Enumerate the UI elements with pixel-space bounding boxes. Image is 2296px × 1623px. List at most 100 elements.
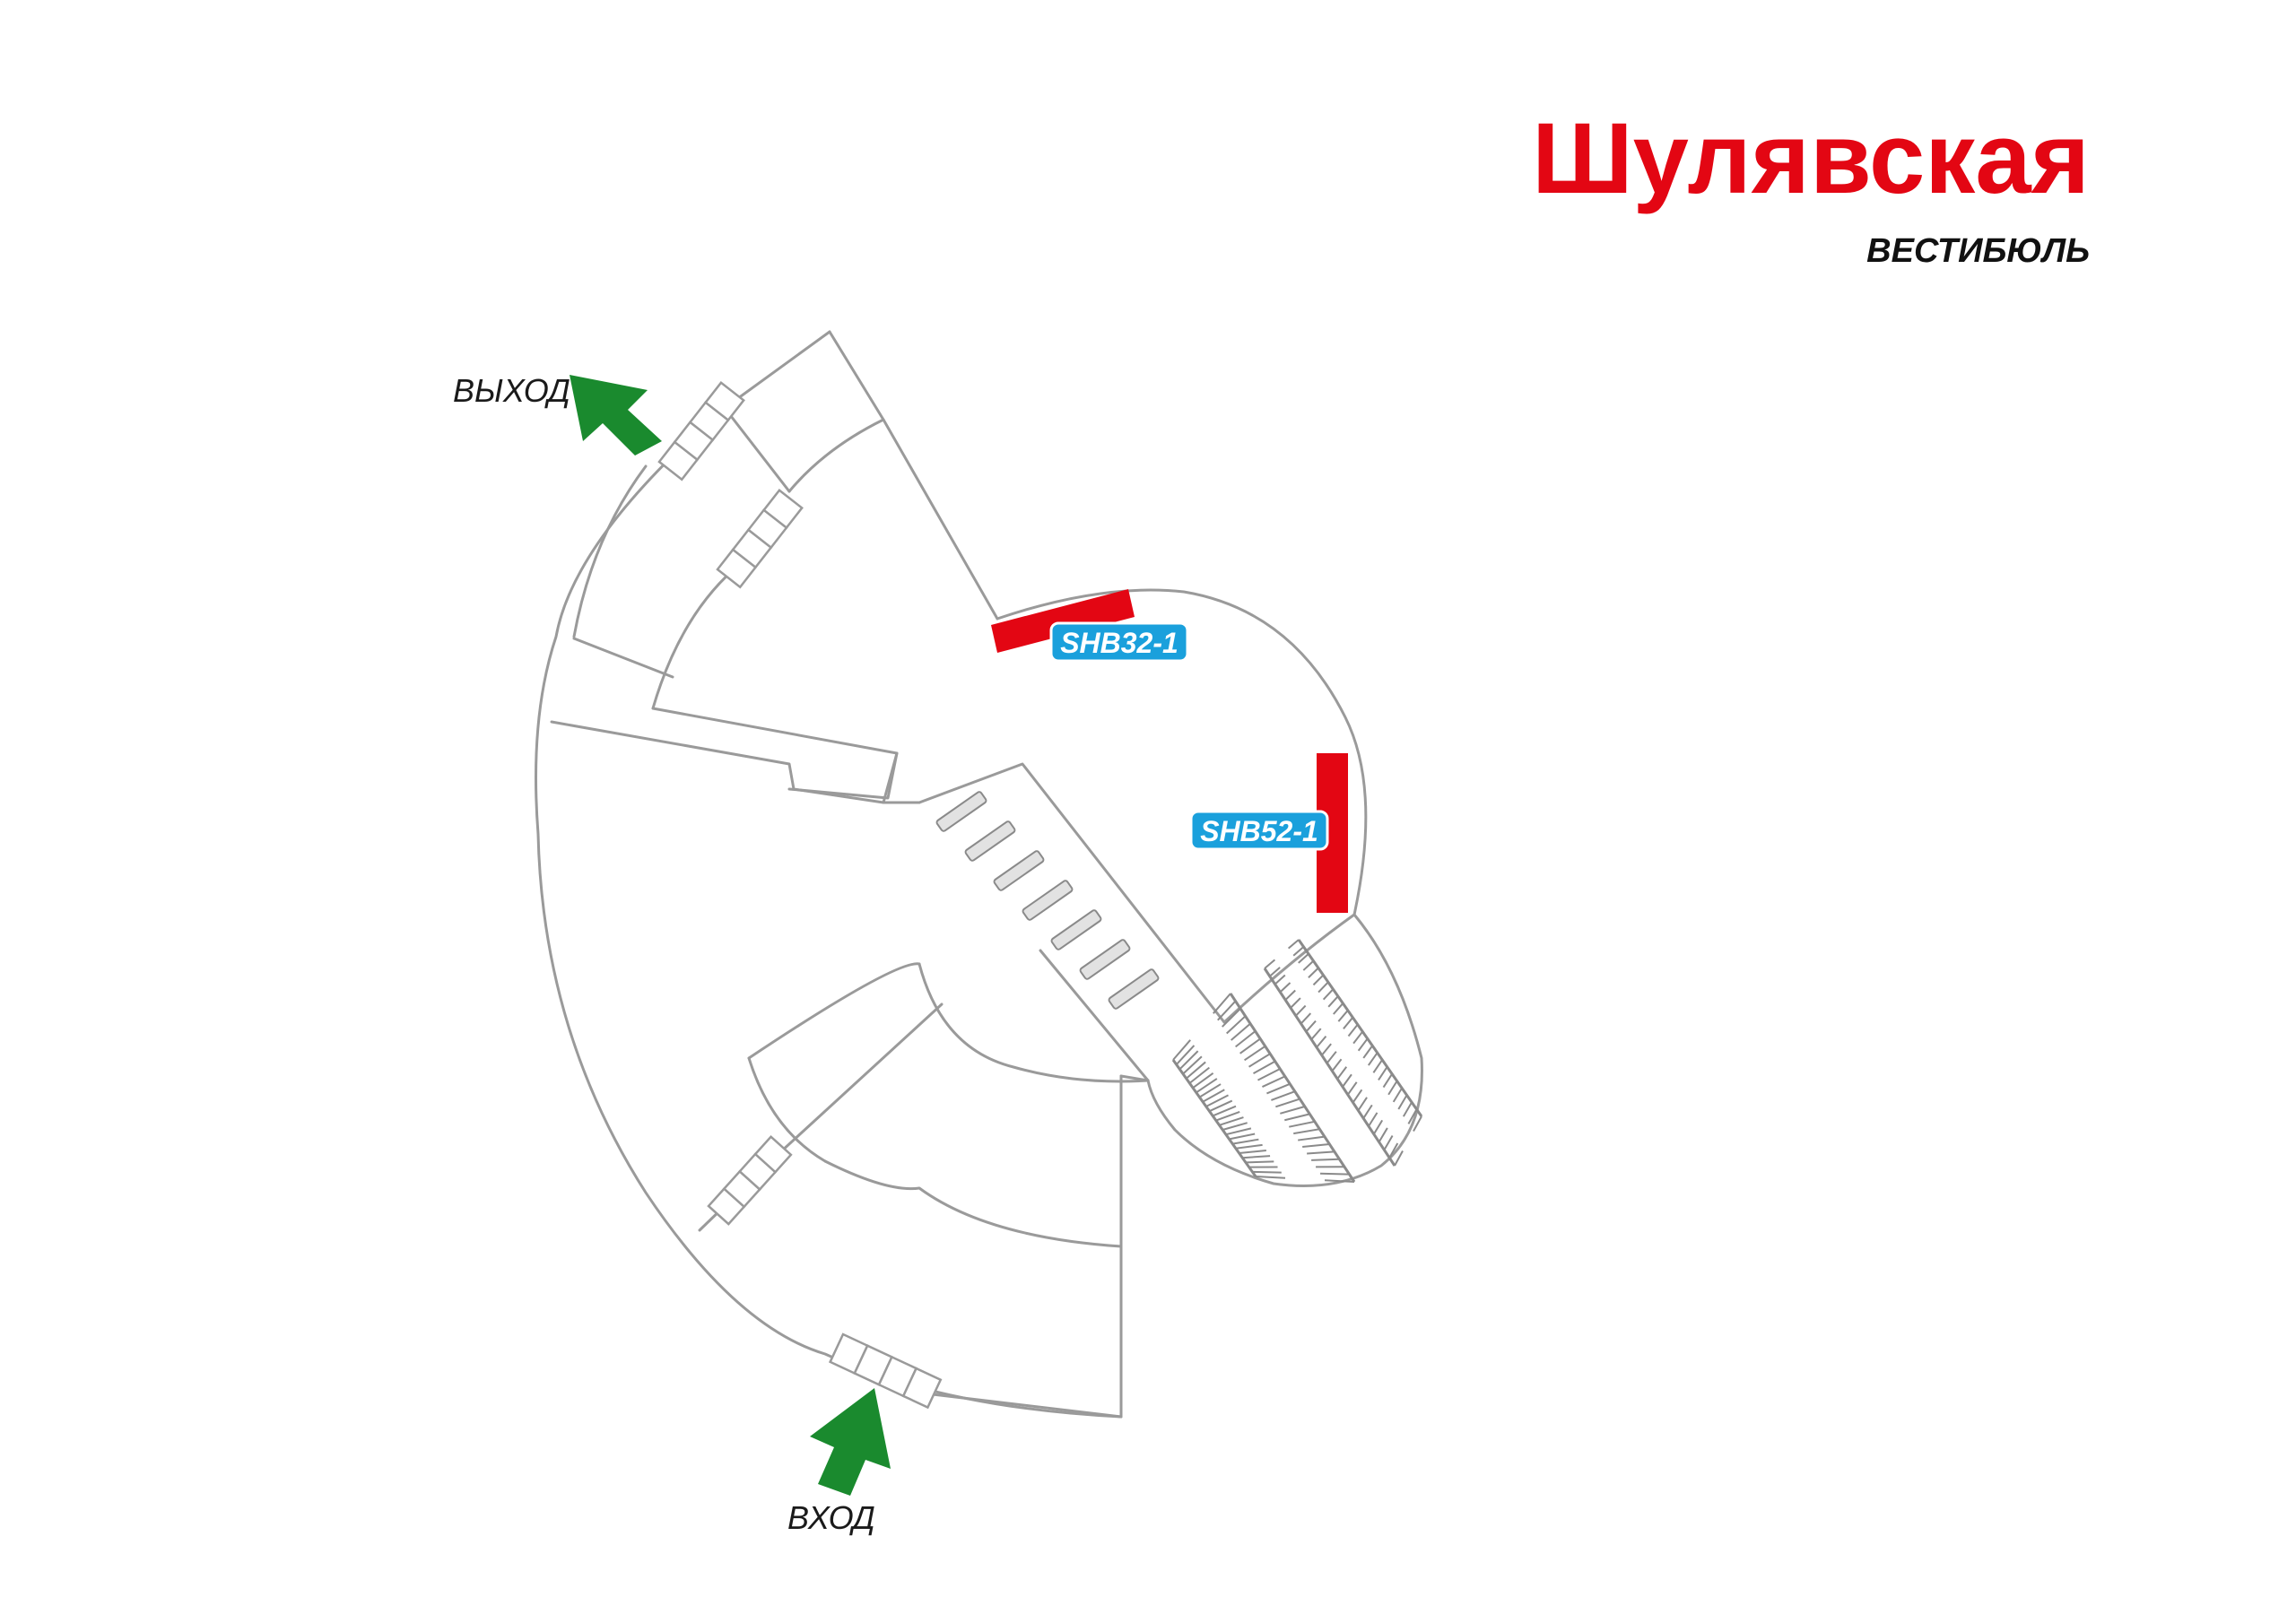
exit-gate-inner [716, 488, 804, 589]
escalator-step [1311, 1158, 1340, 1161]
escalator-step [1229, 1133, 1256, 1141]
escalator-step [1248, 1053, 1271, 1068]
escalator-step [1352, 1030, 1364, 1045]
escalator-step [1326, 1051, 1337, 1064]
entry-gate-outer [828, 1332, 943, 1410]
escalator-step [1387, 1081, 1398, 1096]
escalator-step [1239, 1150, 1266, 1154]
escalator-step [1372, 1059, 1383, 1073]
turnstile [1050, 909, 1102, 950]
escalator-step [1284, 1113, 1310, 1122]
escalator-step [1275, 1098, 1300, 1108]
escalator-step [1266, 1082, 1291, 1095]
escalator-step [1310, 1028, 1322, 1040]
escalator-step [1308, 967, 1319, 978]
escalator-step [1232, 1138, 1259, 1145]
escalator-step [1196, 1078, 1218, 1094]
turnstile [1108, 968, 1160, 1010]
escalator-step [1337, 1010, 1349, 1022]
escalator-step [1300, 1012, 1312, 1025]
escalator-step [1312, 974, 1325, 986]
escalator-step [1293, 1128, 1320, 1135]
ad-label-shb32-1[interactable]: SHB32-1 [1060, 627, 1178, 659]
escalator-step [1321, 1043, 1332, 1056]
vestibule-outline [535, 330, 1226, 1419]
escalator-step [1347, 1023, 1359, 1037]
escalator-step [1298, 953, 1309, 964]
escalator-step [1298, 1135, 1326, 1141]
escalator-step [1392, 1087, 1403, 1103]
escalator-step [1378, 1066, 1388, 1081]
escalator-step [1255, 1176, 1286, 1179]
escalator-step [1219, 1116, 1244, 1126]
escalator-step [1397, 1094, 1408, 1110]
escalator-step [1292, 946, 1305, 957]
escalator-step [1217, 1000, 1237, 1021]
ad-label-shb52-1[interactable]: SHB52-1 [1200, 815, 1318, 847]
escalator-step [1215, 1110, 1240, 1122]
escalator-step [1205, 1094, 1229, 1107]
escalator-step [1357, 1097, 1368, 1111]
turnstile-row [935, 791, 1160, 1010]
escalator-step [1202, 1089, 1225, 1103]
escalator-step [1342, 1073, 1352, 1088]
ad-label-bg-shb52-1 [1189, 810, 1329, 851]
escalator-step [1367, 1052, 1378, 1066]
escalator-step [1269, 967, 1281, 977]
escalators [1171, 939, 1423, 1183]
escalator-step [1320, 1172, 1350, 1176]
entry-gate-inner [707, 1134, 793, 1226]
escalator-step [1362, 1104, 1373, 1119]
escalator-step [1222, 1008, 1241, 1028]
escalator-step [1324, 1179, 1355, 1183]
escalator-step [1290, 997, 1301, 1009]
escalator-step [1252, 1170, 1282, 1174]
escalator-step [1231, 1022, 1251, 1041]
turnstile [1022, 880, 1074, 921]
turnstile [1079, 939, 1131, 980]
escalator-step [1368, 1112, 1378, 1127]
escalator-step [1333, 1002, 1344, 1015]
escalator-step [1289, 1120, 1316, 1128]
escalator-step [1362, 1045, 1374, 1059]
escalator-step [1318, 981, 1329, 994]
escalator-step [1357, 1037, 1369, 1052]
escalator-step [1280, 1106, 1306, 1115]
escalator-step [1209, 1099, 1233, 1113]
escalator-step [1235, 1030, 1257, 1048]
escalator-step [1407, 1108, 1418, 1124]
ad-panel-shb32-1[interactable] [991, 589, 1135, 653]
ad-label-bg-shb32-1 [1049, 621, 1189, 663]
escalator-step [1274, 974, 1286, 985]
escalator-step [1372, 1119, 1384, 1135]
escalator-step [1388, 1142, 1399, 1159]
turnstile [935, 791, 987, 832]
escalator-step [1402, 1101, 1413, 1117]
station-title: Шулявская [1532, 102, 2090, 214]
escalator-step [1394, 1150, 1404, 1167]
escalator-step [1192, 1072, 1214, 1089]
level-subtitle: ВЕСТИБЮЛЬ [1866, 232, 2090, 270]
escalator-step [1182, 1055, 1203, 1075]
escalator-step [1378, 1127, 1388, 1143]
escalator-step [1331, 1058, 1343, 1072]
escalator-step [1413, 1115, 1422, 1132]
escalator-step [1172, 1039, 1191, 1061]
escalator-step [1316, 1035, 1327, 1048]
escalator-step [1271, 1090, 1296, 1101]
escalator-step [1352, 1089, 1363, 1104]
turnstile [964, 820, 1016, 862]
escalator-step [1239, 1037, 1261, 1055]
escalator-step [1343, 1017, 1354, 1029]
escalator-step [1287, 939, 1300, 950]
escalator-step [1262, 1075, 1286, 1088]
escalator-step [1383, 1134, 1394, 1150]
escalator-step [1295, 1004, 1307, 1017]
escalator-step [1188, 1066, 1210, 1084]
escalator-step [1322, 988, 1335, 1001]
escalator-step [1382, 1073, 1393, 1089]
escalator-step [1245, 1160, 1274, 1164]
arrow-up-right-icon [810, 1388, 891, 1496]
escalator-step [1327, 995, 1339, 1008]
